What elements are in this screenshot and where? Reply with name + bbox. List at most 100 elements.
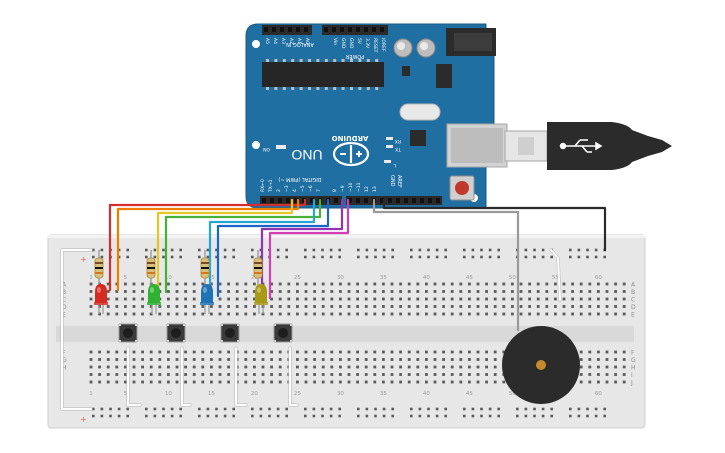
breadboard-hole [502, 290, 506, 293]
breadboard-hole [407, 358, 411, 361]
row-label-right: F [631, 350, 635, 357]
digital-pin-label: TX→1 [268, 179, 274, 193]
breadboard-hole [270, 350, 273, 354]
breadboard-hole [218, 365, 222, 369]
header-pin [280, 27, 284, 32]
breadboard-hole [141, 380, 144, 384]
column-label-top: 50 [509, 275, 516, 281]
header-pin [334, 198, 338, 203]
breadboard-hole [89, 365, 93, 369]
breadboard-hole [622, 350, 626, 354]
chip-pin [324, 87, 328, 90]
breadboard-hole [210, 380, 213, 384]
pushbutton-cap [278, 328, 288, 338]
power-header-label: POWER [345, 53, 364, 59]
reset-button-cap[interactable] [455, 181, 469, 195]
column-label-bottom: 35 [380, 391, 387, 397]
breadboard-hole [485, 373, 488, 376]
breadboard-hole [382, 305, 385, 308]
breadboard-hole [356, 297, 359, 301]
breadboard-hole [468, 290, 471, 293]
mount-hole [252, 40, 260, 48]
led-highlight [150, 287, 154, 293]
usb-cable[interactable] [446, 122, 672, 170]
breadboard-hole [579, 350, 583, 354]
rail-hole [321, 414, 324, 418]
breadboard-hole [476, 312, 480, 316]
chip-pin [341, 59, 345, 62]
rail-hole [232, 407, 235, 411]
rail-hole [463, 407, 466, 411]
breadboard-hole [261, 350, 265, 354]
breadboard-hole [528, 297, 531, 301]
breadboard-hole [210, 350, 213, 354]
breadboard-hole [313, 312, 316, 316]
breadboard-hole [425, 305, 428, 308]
breadboard-hole [622, 282, 626, 286]
chip-pin [299, 87, 303, 90]
tx-led [386, 145, 393, 148]
rail-hole [480, 248, 483, 252]
digital-pin-label: 7 [316, 189, 322, 192]
rail-hole [223, 255, 227, 259]
rail-hole [541, 248, 545, 252]
rail-hole [480, 255, 483, 259]
breadboard-hole [218, 305, 222, 308]
breadboard-hole [304, 373, 308, 376]
rail-hole [92, 414, 95, 418]
chip-pin [366, 59, 370, 62]
chip-pin [350, 59, 353, 62]
breadboard-hole [115, 350, 119, 354]
breadboard-hole [459, 365, 463, 369]
column-label-top: 60 [595, 275, 602, 281]
breadboard-hole [339, 297, 342, 301]
breadboard-hole [313, 358, 316, 361]
breadboard-hole [89, 373, 93, 376]
breadboard-hole [201, 380, 205, 384]
column-label-top: 25 [294, 275, 301, 281]
breadboard-hole [192, 312, 196, 316]
rail-hole [153, 255, 157, 259]
row-label-left: A [62, 282, 67, 289]
breadboard-hole [184, 282, 187, 286]
breadboard-hole [106, 358, 110, 361]
breadboard-hole [347, 373, 351, 376]
rail-hole [435, 248, 439, 252]
breadboard-hole [493, 350, 497, 354]
breadboard-hole [253, 373, 256, 376]
rail-hole [215, 414, 218, 418]
breadboard-hole [167, 305, 170, 308]
rail-hole [382, 414, 386, 418]
breadboard-hole [519, 297, 523, 301]
rail-hole [338, 248, 341, 252]
rail-hole [488, 255, 492, 259]
rail-hole [338, 407, 341, 411]
wire-white [235, 347, 247, 406]
breadboard-hole [132, 365, 136, 369]
pushbutton-leg [237, 340, 239, 342]
breadboard-hole [373, 350, 377, 354]
breadboard-hole [597, 373, 600, 376]
row-label-right: I [631, 372, 633, 379]
piezo-buzzer[interactable] [502, 326, 580, 404]
breadboard-hole [253, 380, 256, 384]
rail-hole [92, 248, 95, 252]
pushbutton-leg [290, 324, 292, 326]
header-pin [310, 198, 314, 203]
breadboard-hole [201, 358, 205, 361]
resistor-band [95, 272, 103, 274]
breadboard-hole [192, 380, 196, 384]
breadboard-hole [313, 380, 316, 384]
rail-hole [179, 414, 182, 418]
breadboard-hole [339, 365, 342, 369]
breadboard-hole [425, 312, 428, 316]
breadboard-hole [597, 305, 600, 308]
wire-blue [216, 198, 330, 298]
breadboard-hole [192, 297, 196, 301]
breadboard-hole [287, 290, 291, 293]
breadboard-hole [416, 380, 420, 384]
breadboard-hole [244, 290, 248, 293]
breadboard-hole [210, 365, 213, 369]
breadboard-hole [210, 282, 213, 286]
